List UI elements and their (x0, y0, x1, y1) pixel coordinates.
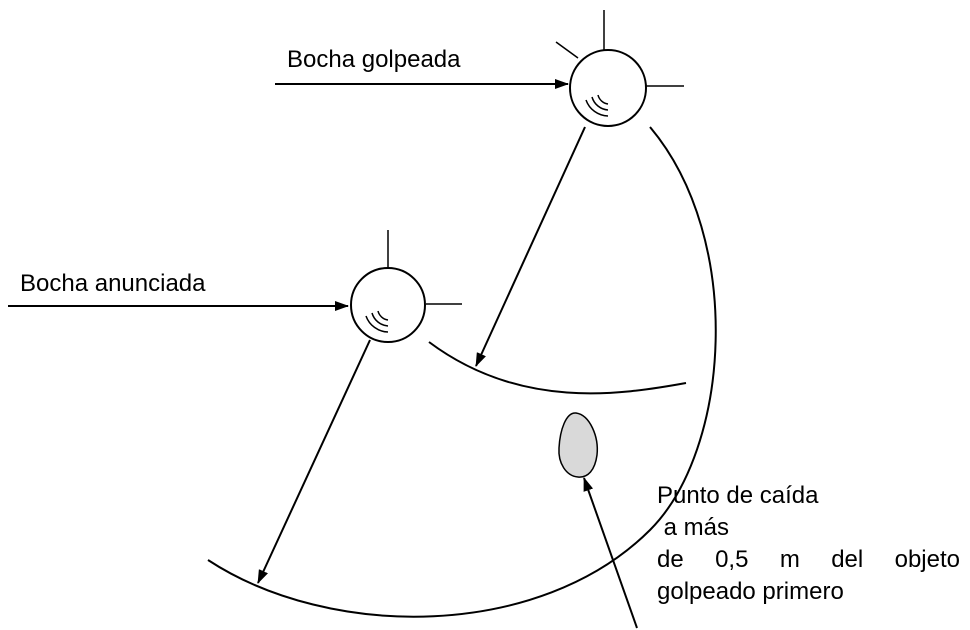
landing-point-mark (558, 412, 598, 478)
outer-arc (207, 126, 717, 618)
caption-word: del (831, 546, 864, 573)
hit-ball-trajectory-arrow (475, 126, 586, 367)
caption-word: m (779, 546, 800, 573)
inner-arc (428, 341, 687, 395)
caption-line-1: Punto de caída (657, 482, 819, 509)
landing-point-caption: Punto de caída a más de 0,5 m del objeto… (657, 480, 960, 608)
announced-ball-trajectory-arrow (257, 339, 371, 584)
hit-ball-label: Bocha golpeada (287, 46, 461, 73)
caption-word: 0,5 (715, 546, 749, 573)
hit-ball (555, 10, 684, 127)
announced-ball-label: Bocha anunciada (20, 270, 206, 297)
caption-line-4: golpeado primero (657, 578, 844, 605)
announced-ball (350, 230, 462, 343)
caption-word: de (657, 546, 684, 573)
caption-line-3: de 0,5 m del objeto (657, 544, 960, 576)
landing-point-arrow (583, 477, 638, 629)
caption-line-2: a más (657, 514, 730, 541)
caption-word: objeto (894, 546, 960, 573)
